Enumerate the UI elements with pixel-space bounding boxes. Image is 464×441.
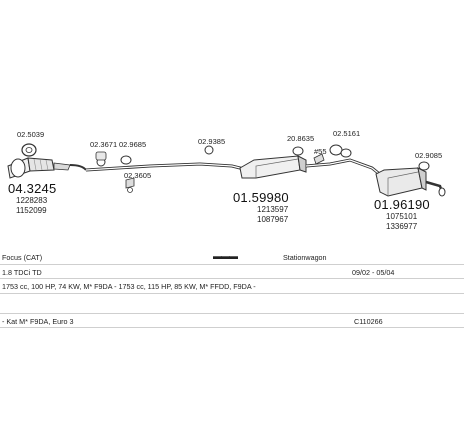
fitting-code-label: 02.5039 (17, 130, 45, 139)
info-row-engine: 1.8 TDCi TD 09/02 - 05/04 (0, 265, 464, 279)
fitting-code-label: 02.9085 (415, 151, 443, 160)
rear-silencer-part-number: 01.96190 (374, 197, 430, 212)
hanger-5 (329, 144, 352, 158)
separator-icon: ▬▬▬ (213, 251, 238, 261)
clamp-1 (125, 177, 135, 193)
hanger-4 (292, 146, 304, 156)
exhaust-system-drawing (7, 143, 446, 197)
vehicle-code: C110266 (354, 317, 383, 326)
hanger-2 (120, 155, 132, 165)
fitting-code-label: 02.9385 (198, 137, 226, 146)
clamp-2 (313, 153, 325, 165)
vehicle-body: Stationwagon (283, 253, 327, 262)
catalyst-front-pipe (7, 157, 87, 179)
vehicle-engine: 1.8 TDCi TD (2, 268, 42, 277)
middle-silencer (239, 155, 307, 179)
info-row-spacer (0, 294, 464, 312)
vehicle-info-table: Focus (CAT) ▬▬▬ Stationwagon 1.8 TDCi TD… (0, 250, 464, 350)
fitting-code-label: 02.5161 (333, 129, 361, 138)
hanger-3 (204, 145, 214, 155)
info-row-specs: 1753 cc, 100 HP, 74 KW, M* F9DA - 1753 c… (0, 279, 464, 294)
catalyst-part-number: 04.3245 (8, 181, 57, 196)
fitting-code-label: #55 (314, 147, 327, 156)
vehicle-model: Focus (CAT) (2, 253, 43, 262)
info-row-model: Focus (CAT) ▬▬▬ Stationwagon (0, 250, 464, 265)
catalyst-ref-1: 1228283 (16, 196, 48, 205)
vehicle-years: 09/02 - 05/04 (352, 268, 395, 277)
vehicle-specs: 1753 cc, 100 HP, 74 KW, M* F9DA - 1753 c… (2, 282, 256, 291)
fitting-code-label: 02.3605 (124, 171, 152, 180)
rear-silencer-ref-2: 1336977 (386, 222, 418, 231)
hanger-6 (418, 161, 430, 171)
gasket-front (21, 143, 37, 157)
fitting-code-label: 02.9685 (119, 140, 147, 149)
fitting-code-label: 02.3671 (90, 140, 118, 149)
info-row-notes: - Kat M* F9DA, Euro 3 C110266 (0, 313, 464, 328)
middle-silencer-part-number: 01.59980 (233, 190, 289, 205)
exhaust-diagram: 02.5039 02.3671 02.9685 02.3605 02.9385 … (7, 129, 446, 231)
middle-silencer-ref-2: 1087967 (257, 215, 289, 224)
rear-silencer-ref-1: 1075101 (386, 212, 418, 221)
catalyst-ref-2: 1152099 (16, 206, 47, 215)
hanger-1 (95, 151, 107, 167)
fitting-code-label: 20.8635 (287, 134, 315, 143)
middle-silencer-ref-1: 1213597 (257, 205, 289, 214)
vehicle-notes: - Kat M* F9DA, Euro 3 (2, 317, 74, 326)
rear-silencer (375, 167, 446, 197)
